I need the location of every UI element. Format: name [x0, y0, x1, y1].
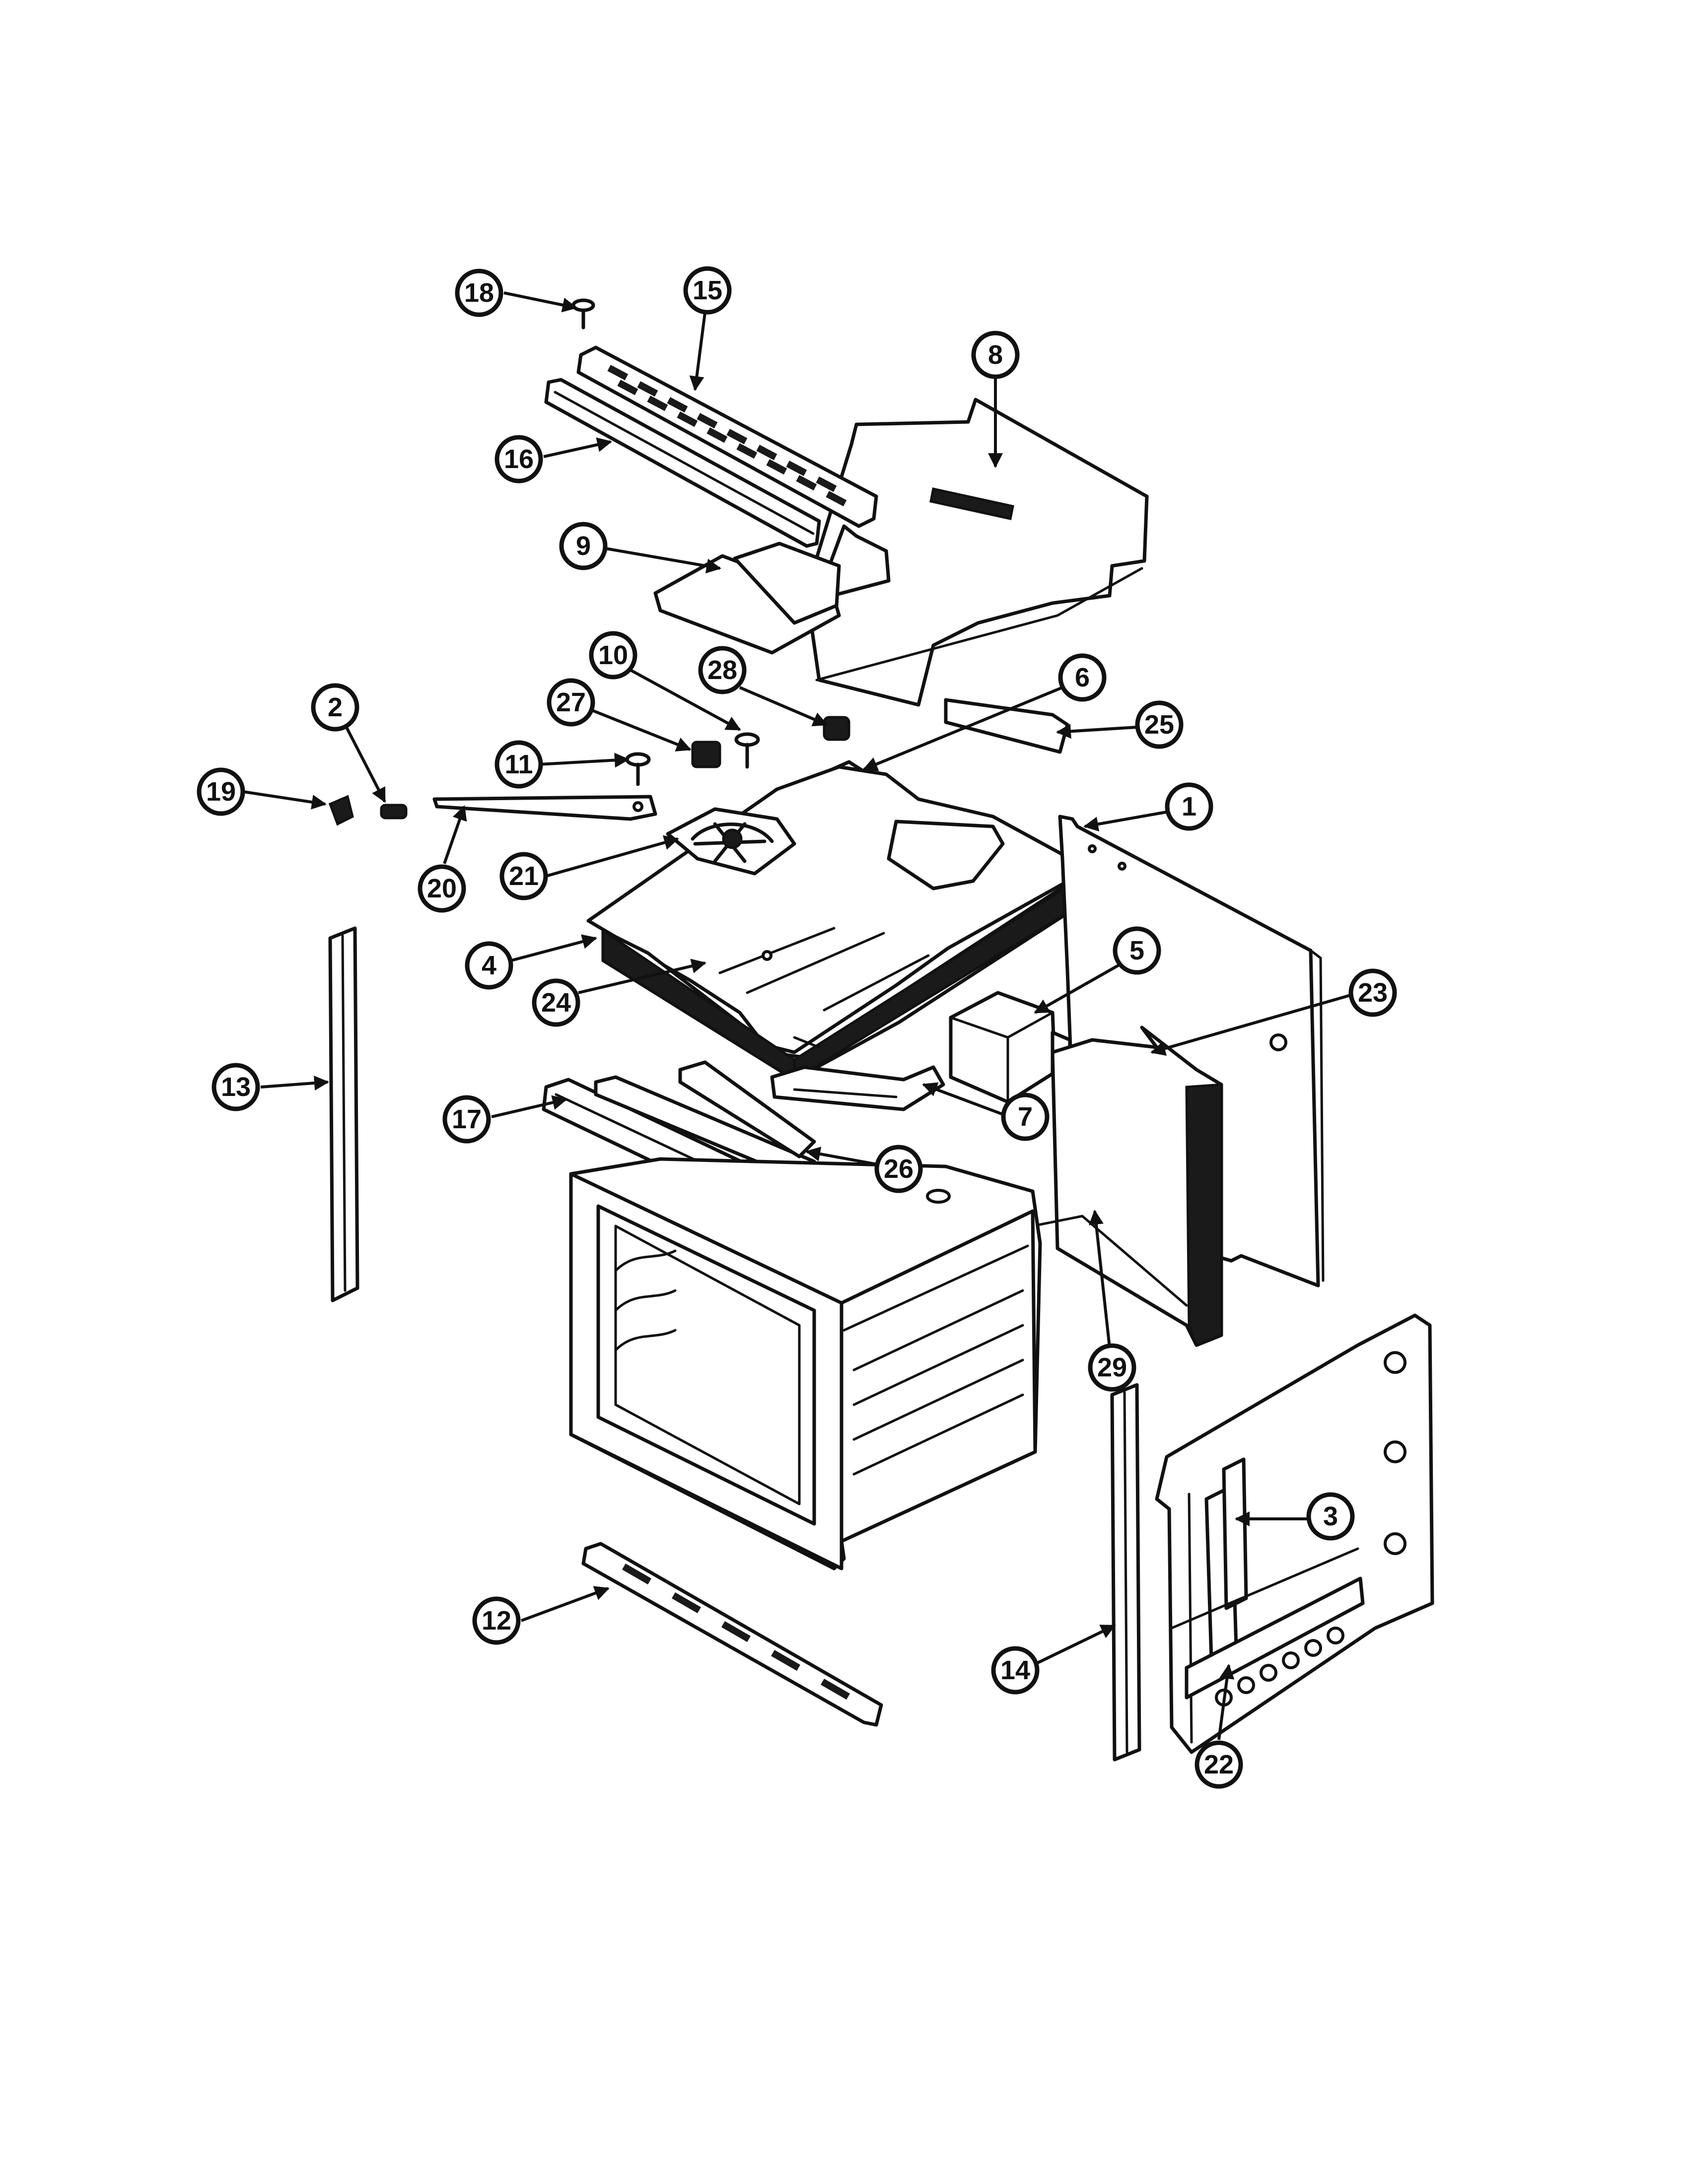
part-knob	[823, 716, 850, 741]
callout-19: 19	[197, 767, 245, 816]
callout-13: 13	[211, 1063, 260, 1111]
svg-text:28: 28	[707, 655, 737, 685]
callout-23: 23	[1348, 968, 1397, 1017]
part-top-cover	[802, 398, 1149, 707]
callout-2: 2	[311, 683, 359, 732]
callout-28: 28	[698, 646, 747, 694]
svg-text:16: 16	[504, 444, 534, 474]
svg-text:26: 26	[884, 1154, 914, 1184]
part-flat-bar	[432, 795, 657, 821]
svg-text:6: 6	[1075, 663, 1090, 692]
svg-text:3: 3	[1323, 1502, 1338, 1531]
callout-4: 4	[465, 941, 513, 990]
part-left-trim	[328, 926, 359, 1302]
svg-text:24: 24	[541, 988, 571, 1018]
callout-3: 3	[1306, 1492, 1355, 1541]
svg-text:8: 8	[988, 340, 1003, 370]
part-screw-top	[571, 298, 595, 330]
part-trim-channel	[544, 378, 821, 548]
svg-text:11: 11	[504, 750, 533, 779]
svg-text:9: 9	[576, 531, 591, 561]
callout-7: 7	[1001, 1092, 1050, 1141]
svg-text:23: 23	[1358, 978, 1388, 1008]
callout-18: 18	[455, 269, 503, 317]
callout-29: 29	[1088, 1343, 1136, 1392]
part-plug-2	[380, 804, 408, 819]
callout-1: 1	[1165, 782, 1213, 831]
part-insulation	[1051, 1025, 1223, 1347]
part-rotary-housing	[666, 807, 796, 876]
leader-lines	[243, 291, 1351, 1740]
callout-14: 14	[991, 1646, 1040, 1695]
callout-16: 16	[494, 435, 543, 483]
svg-text:12: 12	[482, 1606, 511, 1636]
part-duct	[770, 1065, 945, 1111]
part-cover-plate	[653, 542, 841, 655]
part-strip	[944, 698, 1069, 754]
callout-26: 26	[874, 1145, 923, 1193]
part-plug-19	[328, 795, 354, 826]
svg-text:25: 25	[1144, 710, 1174, 740]
part-side-panel	[1155, 1313, 1434, 1754]
svg-text:14: 14	[1000, 1655, 1030, 1685]
part-oven-cavity	[569, 1157, 1042, 1570]
svg-text:10: 10	[598, 640, 628, 670]
svg-text:4: 4	[482, 951, 496, 980]
part-bottom-trim	[581, 1542, 883, 1727]
callout-22: 22	[1195, 1740, 1243, 1789]
svg-text:1: 1	[1182, 792, 1196, 821]
callout-25: 25	[1135, 700, 1184, 749]
svg-text:7: 7	[1018, 1102, 1033, 1132]
svg-text:20: 20	[427, 874, 457, 903]
callout-12: 12	[472, 1596, 521, 1645]
callout-17: 17	[442, 1095, 491, 1144]
svg-text:17: 17	[452, 1104, 482, 1134]
svg-text:29: 29	[1097, 1353, 1127, 1382]
callout-27: 27	[547, 678, 595, 727]
callout-15: 15	[683, 266, 732, 315]
svg-text:19: 19	[206, 777, 236, 807]
callout-20: 20	[418, 864, 466, 913]
svg-text:21: 21	[509, 861, 539, 891]
callout-5: 5	[1113, 926, 1161, 975]
callout-11: 11	[494, 740, 543, 789]
svg-text:15: 15	[693, 275, 722, 305]
svg-text:2: 2	[328, 692, 343, 722]
callout-6: 6	[1058, 653, 1107, 702]
svg-text:18: 18	[464, 278, 494, 308]
callout-21: 21	[499, 852, 548, 900]
part-switch-27	[691, 741, 721, 768]
part-screw-10	[734, 732, 760, 769]
callout-24: 24	[532, 978, 580, 1027]
callout-10: 10	[589, 631, 637, 680]
svg-text:13: 13	[221, 1072, 251, 1102]
svg-text:5: 5	[1129, 936, 1144, 965]
part-right-trim	[1110, 1383, 1141, 1762]
callout-9: 9	[559, 522, 608, 570]
callout-8: 8	[971, 331, 1020, 379]
part-side-wrap	[1031, 1215, 1188, 1307]
svg-text:22: 22	[1204, 1750, 1234, 1779]
part-washer-11	[625, 752, 651, 786]
svg-text:27: 27	[556, 687, 586, 717]
part-vented-trim	[576, 345, 878, 528]
